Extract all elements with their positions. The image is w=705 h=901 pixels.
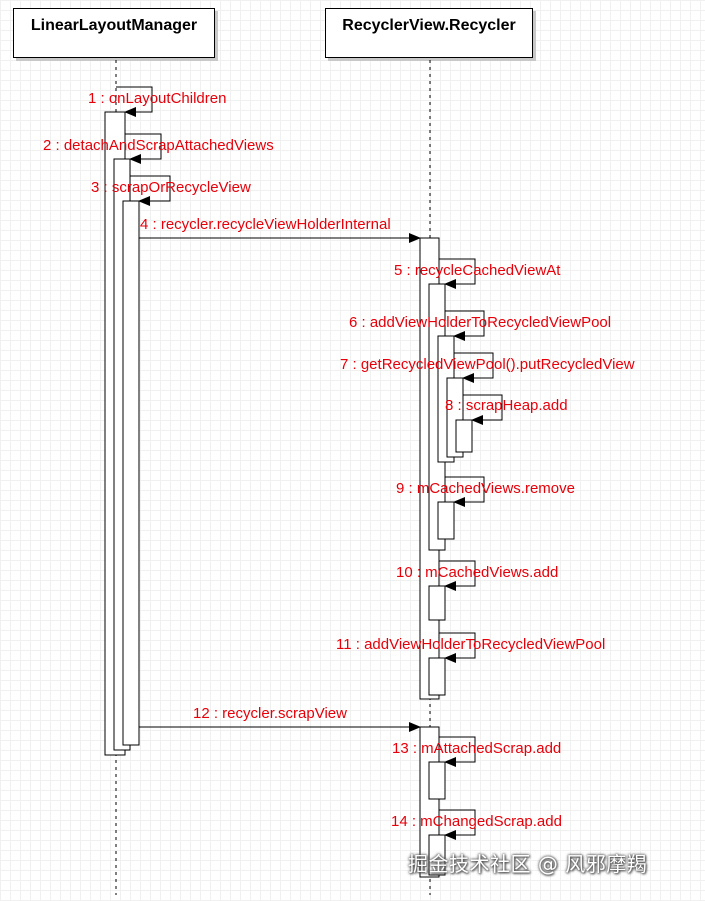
message-8-arrow xyxy=(463,394,503,425)
activation-3 xyxy=(122,200,140,746)
activation-9 xyxy=(437,501,455,540)
activation-13 xyxy=(428,761,446,800)
activation-14 xyxy=(428,834,446,876)
message-14-arrow xyxy=(439,809,476,840)
message-8-label: 8 : scrapHeap.add xyxy=(445,397,568,414)
message-9-label: 9 : mCachedViews.remove xyxy=(396,480,575,497)
message-13-arrow xyxy=(439,736,476,767)
message-10-label: 10 : mCachedViews.add xyxy=(396,564,558,581)
lifeline-title: RecyclerView.Recycler xyxy=(342,17,516,34)
lifeline-box-linearlayoutmanager: LinearLayoutManager xyxy=(13,8,215,58)
message-14-label: 14 : mChangedScrap.add xyxy=(391,813,562,830)
message-6-arrow xyxy=(445,310,485,341)
lifeline-box-recycler: RecyclerView.Recycler xyxy=(325,8,533,58)
message-4-label: 4 : recycler.recycleViewHolderInternal xyxy=(140,216,391,233)
message-5-arrow xyxy=(439,258,476,289)
message-5-label: 5 : recycleCachedViewAt xyxy=(394,262,561,279)
message-12-label: 12 : recycler.scrapView xyxy=(193,705,347,722)
message-7-arrow xyxy=(454,352,494,383)
message-3-label: 3 : scrapOrRecycleView xyxy=(91,179,251,196)
lifeline-title: LinearLayoutManager xyxy=(30,17,198,34)
message-13-label: 13 : mAttachedScrap.add xyxy=(392,740,561,757)
activation-8 xyxy=(455,419,473,453)
message-1-label: 1 : onLayoutChildren xyxy=(88,90,226,107)
message-2-label: 2 : detachAndScrapAttachedViews xyxy=(43,137,274,154)
message-11-label: 11 : addViewHolderToRecycledViewPool xyxy=(336,636,605,653)
message-11-arrow xyxy=(439,632,476,663)
message-1-arrow xyxy=(116,86,153,117)
message-10-arrow xyxy=(439,560,476,591)
activation-11 xyxy=(428,657,446,696)
message-6-label: 6 : addViewHolderToRecycledViewPool xyxy=(349,314,611,331)
message-7-label: 7 : getRecycledViewPool().putRecycledVie… xyxy=(340,356,635,373)
activation-10 xyxy=(428,585,446,621)
message-3-arrow xyxy=(130,175,171,206)
watermark: 掘金技术社区 @ 风邪摩羯 xyxy=(408,852,648,876)
message-9-arrow xyxy=(445,476,485,507)
message-2-arrow xyxy=(125,133,162,164)
